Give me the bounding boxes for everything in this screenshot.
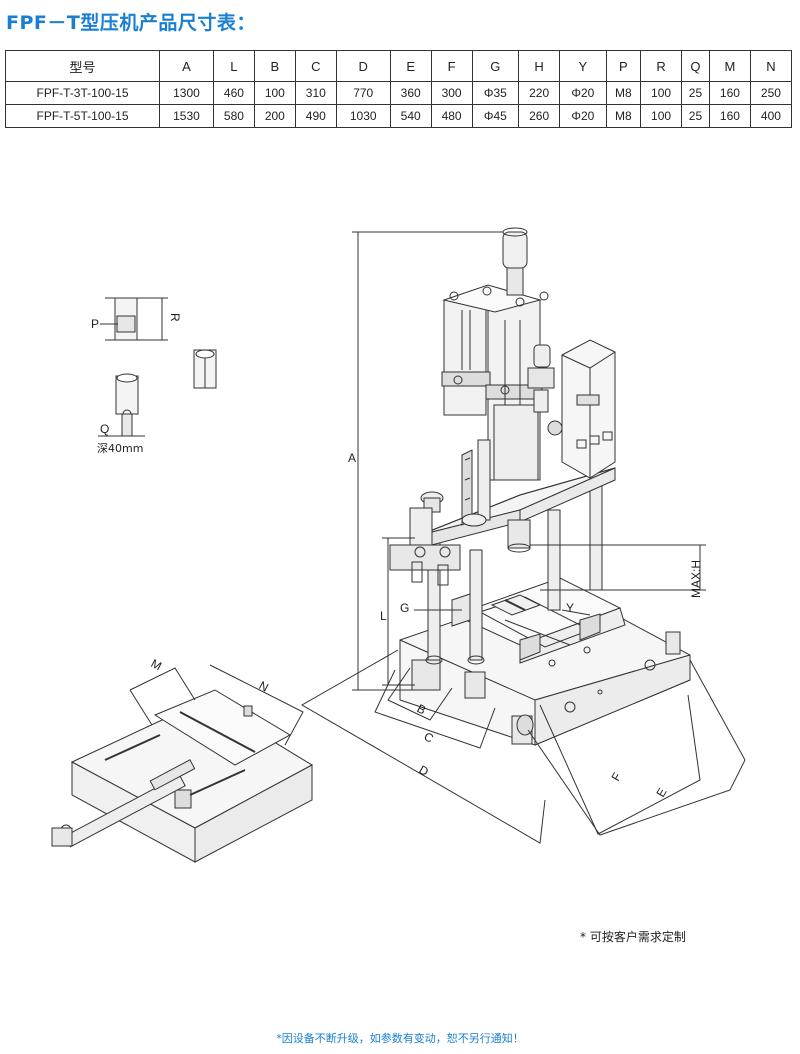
table-cell: M8 xyxy=(605,81,642,105)
column-header: F xyxy=(430,50,473,82)
table-cell: 160 xyxy=(708,104,751,128)
table-cell: 1030 xyxy=(335,104,391,128)
nut-details xyxy=(98,297,217,437)
disclaimer-note: *因设备不断升级，如参数有变动，恕不另行通知！ xyxy=(276,1032,524,1045)
table-cell: 1300 xyxy=(159,81,214,105)
dimension-labels: A L G Y MAX:H B C D F E P R Q 深40mm M N xyxy=(91,313,703,800)
frl-unit xyxy=(389,449,487,586)
table-cell: 540 xyxy=(389,104,432,128)
label-y: Y xyxy=(566,601,574,615)
label-c: C xyxy=(422,729,437,746)
column-header: N xyxy=(749,50,793,82)
column-header: C xyxy=(294,50,337,82)
label-a: A xyxy=(348,451,356,465)
column-header-model: 型号 xyxy=(5,50,160,82)
label-depth: 深40mm xyxy=(97,442,143,455)
label-m: M xyxy=(149,656,164,673)
label-g: G xyxy=(400,601,409,615)
column-header: M xyxy=(708,50,751,82)
table-cell: 300 xyxy=(430,81,473,105)
inset-slide-table xyxy=(51,664,314,863)
table-cell: Φ45 xyxy=(471,104,520,128)
table-cell: 400 xyxy=(749,104,793,128)
table-cell: 490 xyxy=(294,104,337,128)
cylinder-assembly xyxy=(441,227,549,553)
label-p: P xyxy=(91,317,99,331)
label-d: D xyxy=(417,762,432,779)
label-h: MAX:H xyxy=(689,560,703,598)
label-r: R xyxy=(168,313,182,322)
table-cell: 480 xyxy=(430,104,473,128)
label-f: F xyxy=(608,770,624,783)
page-title: FPF－T型压机产品尺寸表： xyxy=(6,12,256,34)
cell-model: FPF-T-5T-100-15 xyxy=(5,104,160,128)
table-cell: M8 xyxy=(605,104,642,128)
table-cell: 100 xyxy=(640,104,682,128)
control-box xyxy=(527,339,616,479)
table-cell: 580 xyxy=(212,104,255,128)
column-header: E xyxy=(389,50,432,82)
label-q: Q xyxy=(100,422,109,436)
table-cell: 1530 xyxy=(159,104,214,128)
table-cell: 200 xyxy=(253,104,296,128)
table-cell: 310 xyxy=(294,81,337,105)
machine-base xyxy=(399,577,691,746)
custom-note: * 可按客户需求定制 xyxy=(580,930,686,944)
label-l: L xyxy=(380,609,387,623)
table-cell: 360 xyxy=(389,81,432,105)
table-cell: 260 xyxy=(518,104,561,128)
column-header: D xyxy=(335,50,391,82)
label-n: N xyxy=(257,678,271,694)
table-cell: 100 xyxy=(640,81,682,105)
cell-model: FPF-T-3T-100-15 xyxy=(5,81,160,105)
dimension-lines xyxy=(300,231,746,844)
column-header: P xyxy=(605,50,642,82)
